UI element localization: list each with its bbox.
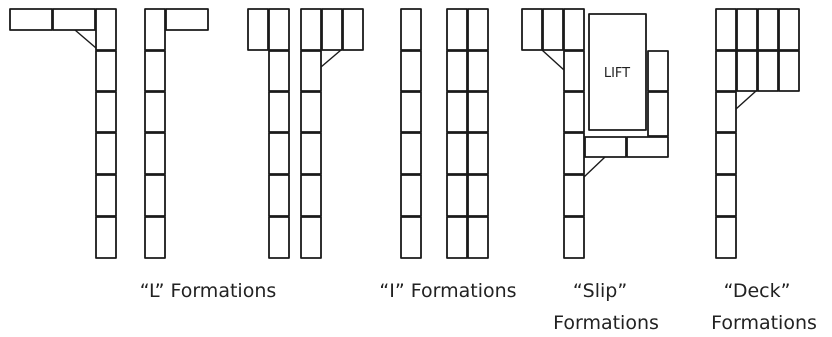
dock-float — [268, 132, 290, 175]
dock-float — [400, 91, 422, 133]
dock-float — [300, 8, 322, 51]
deck-formations-group — [715, 8, 800, 259]
deck-formations-caption-line1: “Deck” — [724, 280, 791, 302]
dock-float — [268, 8, 290, 51]
dock-float — [563, 91, 585, 133]
dock-float — [467, 50, 489, 92]
l-formations-caption: “L” Formations — [140, 280, 277, 302]
dock-float — [144, 91, 166, 133]
dock-float — [563, 174, 585, 217]
dock-float — [144, 132, 166, 175]
gangway-line — [74, 29, 97, 49]
dock-float — [400, 174, 422, 217]
dock-float — [400, 132, 422, 175]
dock-float — [321, 8, 343, 51]
dock-float — [736, 8, 758, 51]
dock-float — [247, 8, 269, 51]
dock-float — [736, 50, 758, 92]
dock-float — [467, 91, 489, 133]
dock-float — [268, 91, 290, 133]
i-formations-group — [400, 8, 489, 259]
dock-float — [521, 8, 543, 51]
dock-float — [563, 50, 585, 92]
dock-float — [144, 174, 166, 217]
gangway-line — [583, 156, 606, 178]
dock-float — [400, 8, 422, 51]
dock-float — [626, 136, 669, 158]
gangway-line — [541, 49, 565, 71]
dock-float — [446, 216, 468, 259]
dock-float — [144, 216, 166, 259]
gangway-line — [735, 90, 757, 110]
dock-float — [95, 50, 117, 92]
dock-float — [446, 8, 468, 51]
dock-float — [400, 216, 422, 259]
dock-float — [715, 91, 737, 133]
dock-float — [300, 216, 322, 259]
i-formations-caption: “I” Formations — [379, 280, 516, 302]
dock-float — [268, 50, 290, 92]
dock-float — [563, 216, 585, 259]
dock-float — [467, 132, 489, 175]
slip-formations-caption-line1: “Slip” — [573, 280, 627, 302]
dock-float — [647, 91, 669, 137]
dock-float — [446, 91, 468, 133]
dock-float — [715, 174, 737, 217]
dock-float — [715, 132, 737, 175]
dock-float — [467, 216, 489, 259]
dock-float — [715, 216, 737, 259]
lift-box — [588, 13, 647, 131]
lift-label: LIFT — [604, 66, 630, 81]
dock-float — [268, 216, 290, 259]
dock-float — [95, 91, 117, 133]
dock-float — [715, 8, 737, 51]
dock-float — [715, 50, 737, 92]
dock-float — [757, 50, 779, 92]
dock-float — [300, 174, 322, 217]
dock-float — [95, 174, 117, 217]
dock-float — [95, 8, 117, 51]
dock-float — [446, 132, 468, 175]
dock-float — [400, 50, 422, 92]
slip-formations-group: LIFT — [521, 8, 669, 259]
dock-float — [584, 136, 627, 158]
dock-float — [95, 132, 117, 175]
dock-float — [95, 216, 117, 259]
dock-float — [300, 91, 322, 133]
gangway-line — [320, 49, 342, 68]
dock-float — [268, 174, 290, 217]
dock-float — [165, 8, 209, 31]
deck-formations-caption-line2: Formations — [711, 312, 817, 334]
dock-float — [647, 50, 669, 92]
dock-float — [300, 50, 322, 92]
dock-float — [342, 8, 364, 51]
dock-float — [52, 8, 96, 31]
slip-formations-caption-line2: Formations — [553, 312, 659, 334]
dock-float — [300, 132, 322, 175]
dock-float — [144, 50, 166, 92]
dock-float — [446, 50, 468, 92]
dock-float — [563, 132, 585, 175]
dock-float — [467, 8, 489, 51]
dock-float — [542, 8, 564, 51]
dock-float — [563, 8, 585, 51]
dock-float — [778, 8, 800, 51]
dock-float — [757, 8, 779, 51]
dock-float — [446, 174, 468, 217]
l-formations-group — [9, 8, 364, 259]
dock-float — [778, 50, 800, 92]
dock-float — [144, 8, 166, 51]
dock-float — [9, 8, 53, 31]
dock-float — [467, 174, 489, 217]
